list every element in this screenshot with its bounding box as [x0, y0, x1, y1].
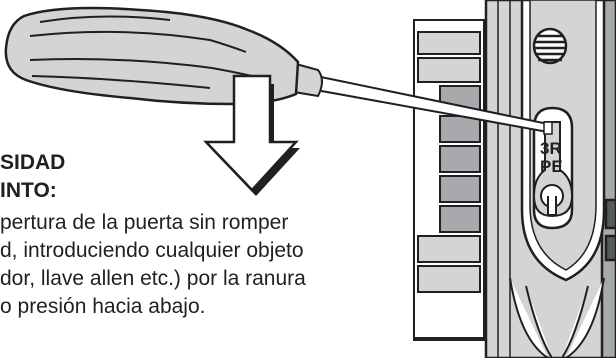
body-line-2: d, introduciendo cualquier objeto — [0, 239, 304, 262]
body-line-3: dor, llave allen etc.) por la ranura — [0, 267, 306, 290]
slot-label-2: PE — [540, 157, 563, 176]
screwdriver — [4, 6, 553, 135]
door-lock-device — [413, 0, 616, 358]
side-bracket — [413, 19, 487, 341]
vent-grille — [532, 27, 568, 65]
body-line-4: o presión hacia abajo. — [0, 295, 206, 318]
heading-line-2: INTO: — [0, 179, 57, 202]
push-down-arrow — [203, 74, 300, 196]
screwdriver-tip — [543, 121, 553, 135]
heading-line-1: SIDAD — [0, 151, 66, 174]
slot-label-1: 3R — [540, 139, 562, 158]
keyhole-slot — [532, 106, 574, 230]
screwdriver-ferrule — [292, 62, 323, 98]
handle-grooves — [29, 15, 253, 89]
body-line-1: pertura de la puerta sin romper — [0, 211, 289, 234]
bottom-guide — [509, 277, 605, 358]
